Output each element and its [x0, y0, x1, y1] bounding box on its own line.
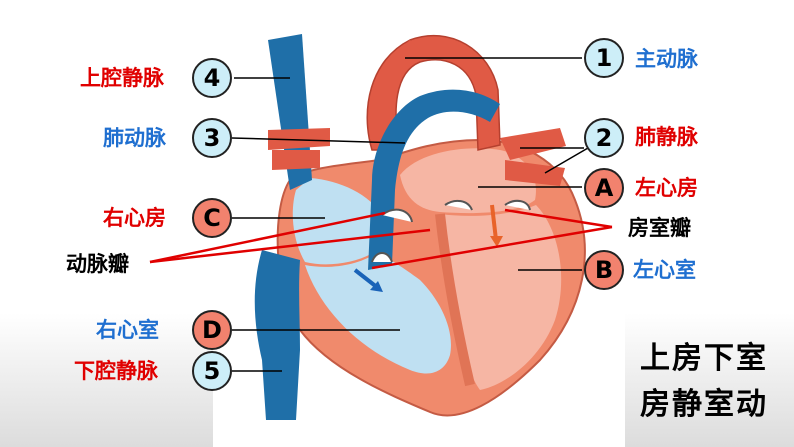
leader-pulmonary-artery: [231, 137, 406, 144]
label-inferior-vena-cava: 下腔静脉: [74, 359, 158, 383]
leader-av-valve-2: [371, 225, 613, 270]
pulmonary-vein-lower: [505, 160, 565, 186]
marker-1: 1: [584, 38, 624, 78]
av-valve-left-shape-2: [444, 199, 473, 211]
aorta-branch: [388, 40, 420, 70]
leader-pulmonary-vein-2: [544, 147, 589, 174]
motto-line-1: 上房下室: [640, 341, 768, 376]
label-arterial-valve: 动脉瓣: [66, 252, 129, 276]
label-left-atrium: 左心房: [635, 176, 698, 200]
flow-arrow-right-head: [370, 281, 383, 292]
marker-B: B: [584, 250, 624, 290]
leader-arterial-valve-2: [149, 228, 431, 264]
pulmonary-vein-left: [268, 128, 330, 150]
av-valve-right-shape: [381, 208, 413, 223]
pulmonary-vein-left-2: [272, 150, 320, 170]
pulmonary-artery: [368, 89, 500, 270]
label-right-ventricle: 右心室: [96, 318, 159, 342]
marker-A: A: [584, 168, 624, 208]
septum: [435, 213, 475, 387]
av-valve-left-shape: [504, 199, 531, 211]
left-atrium-chamber: [400, 148, 536, 214]
leader-arterial-valve-1: [149, 211, 386, 264]
motto-line-2: 房静室动: [640, 387, 768, 422]
marker-C: C: [192, 198, 232, 238]
flow-arrow-left-head: [490, 236, 503, 247]
pulmonary-vein-upper: [500, 128, 566, 160]
inferior-vena-cava: [254, 250, 300, 420]
flow-arrow-right: [353, 268, 380, 290]
label-av-valve: 房室瓣: [628, 216, 691, 240]
marker-3: 3: [192, 118, 232, 158]
label-superior-vena-cava: 上腔静脉: [80, 66, 164, 90]
leader-av-valve-1: [504, 208, 613, 229]
right-ventricle-chamber: [305, 252, 451, 374]
marker-5: 5: [192, 351, 232, 391]
label-pulmonary-artery: 肺动脉: [103, 126, 166, 150]
label-pulmonary-vein: 肺静脉: [635, 125, 698, 149]
marker-4: 4: [192, 58, 232, 98]
label-aorta: 主动脉: [635, 47, 698, 71]
marker-D: D: [192, 310, 232, 350]
flow-arrow-left: [490, 204, 498, 241]
arterial-valve-shape: [371, 252, 393, 263]
marker-2: 2: [584, 118, 624, 158]
label-left-ventricle: 左心室: [633, 258, 696, 282]
label-right-atrium: 右心房: [103, 206, 166, 230]
